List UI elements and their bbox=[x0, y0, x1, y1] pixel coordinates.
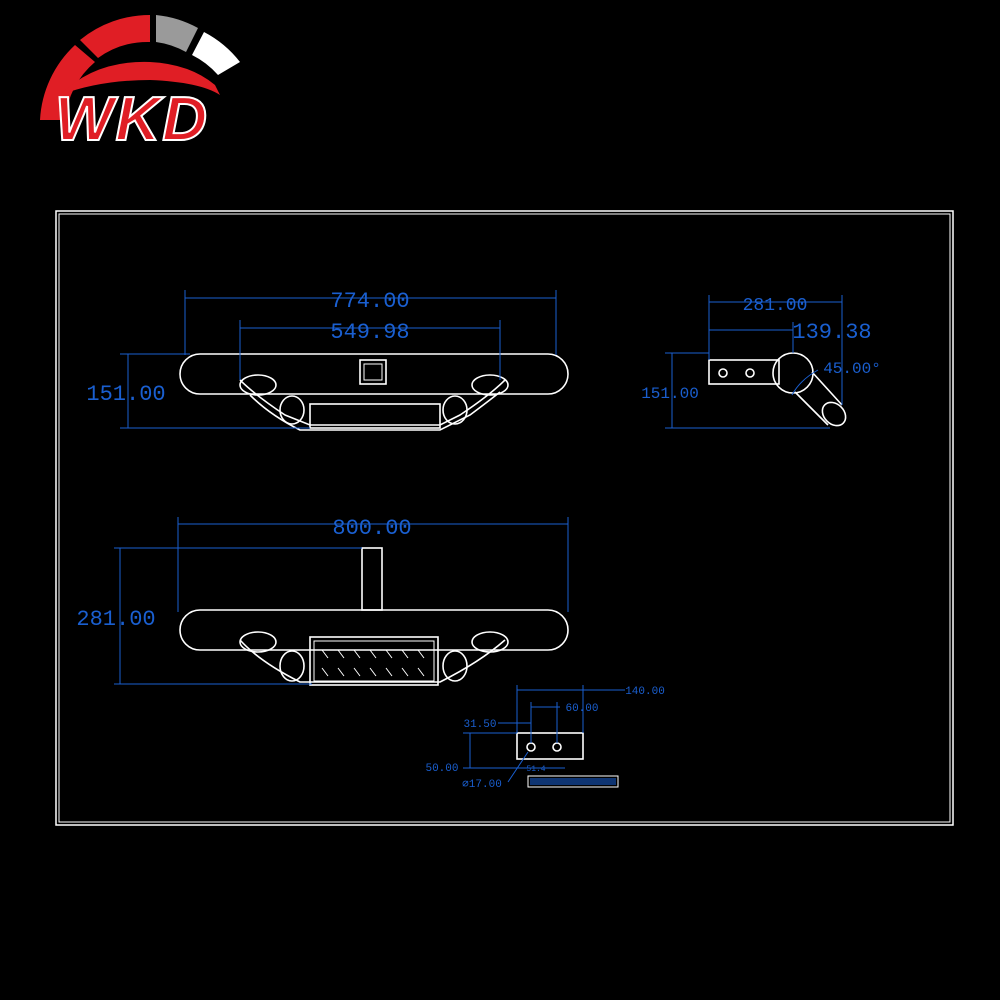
side-offset-label: 139.38 bbox=[792, 320, 871, 345]
bracket-hole-diameter-label: ⌀17.00 bbox=[462, 779, 502, 791]
side-depth-label: 281.00 bbox=[743, 296, 808, 316]
wkd-logo: WKD bbox=[40, 14, 240, 155]
bracket-hole-spacing-label: 60.00 bbox=[565, 703, 598, 715]
side-angle-label: 45.00° bbox=[823, 360, 881, 378]
speedometer-arc-icon bbox=[40, 14, 240, 120]
logo-text: WKD bbox=[55, 85, 209, 154]
bracket-edge-offset-label: 31.50 bbox=[463, 719, 496, 731]
front-height-label: 151.00 bbox=[86, 382, 165, 407]
side-view: 281.00 139.38 45.00° 151.00 bbox=[641, 295, 881, 429]
bracket-small-label: 51.4 bbox=[526, 765, 545, 774]
bracket-height-label: 50.00 bbox=[425, 763, 458, 775]
top-view: 800.00 281.00 bbox=[76, 516, 569, 686]
front-inner-width-label: 549.98 bbox=[330, 320, 409, 345]
bracket-detail: 140.00 60.00 31.50 50.00 51.4 ⌀17.00 bbox=[425, 685, 665, 791]
top-overall-width-label: 800.00 bbox=[332, 516, 411, 541]
front-overall-width-label: 774.00 bbox=[330, 289, 409, 314]
front-view: 774.00 549.98 151.00 bbox=[86, 289, 569, 431]
drawing-frame bbox=[55, 210, 954, 826]
side-height-label: 151.00 bbox=[641, 385, 699, 403]
top-depth-label: 281.00 bbox=[76, 607, 155, 632]
car-silhouette-icon bbox=[60, 61, 220, 95]
bracket-length-label: 140.00 bbox=[625, 686, 665, 698]
